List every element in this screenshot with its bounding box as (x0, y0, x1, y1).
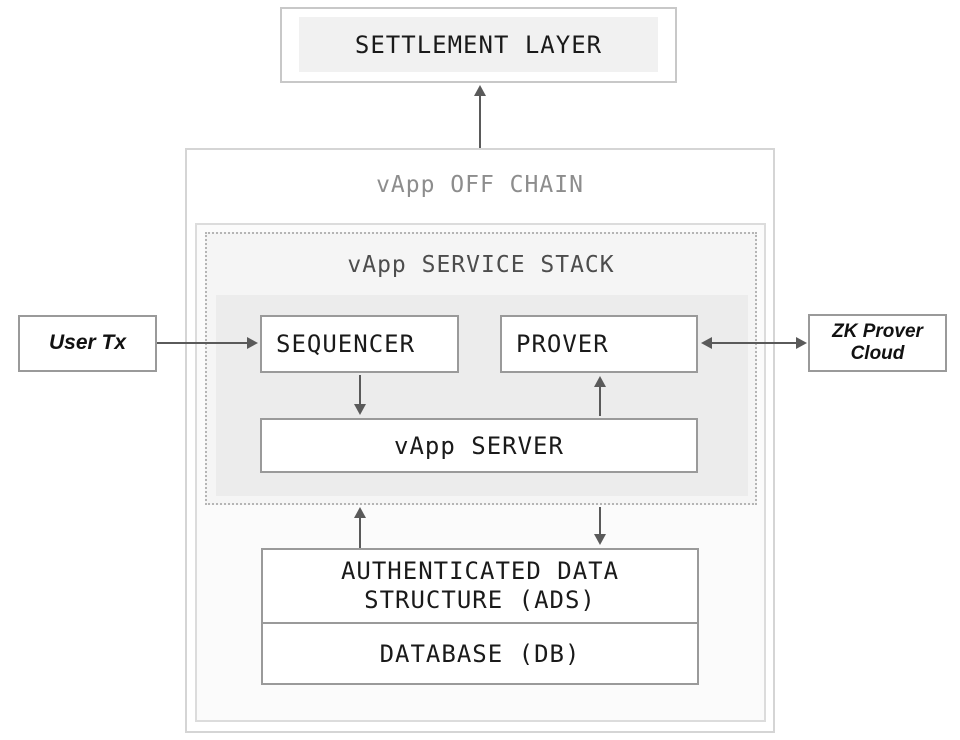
database-box: DATABASE (DB) (261, 622, 699, 685)
arrow-usertx-to-sequencer-shaft (157, 342, 248, 344)
arrow-usertx-to-sequencer-head-icon (247, 337, 258, 349)
arrow-prover-zkcloud-right-head-icon (796, 337, 807, 349)
user-tx-box: User Tx (18, 315, 157, 372)
vapp-service-stack-title: vApp SERVICE STACK (347, 252, 615, 278)
arrow-sequencer-to-server-head-icon (354, 404, 366, 415)
settlement-layer-box: SETTLEMENT LAYER (280, 7, 677, 83)
arrow-ads-to-stack-head-icon (354, 507, 366, 518)
settlement-layer-fill: SETTLEMENT LAYER (299, 17, 658, 72)
prover-label: PROVER (516, 330, 609, 358)
arrow-sequencer-to-server-shaft (359, 375, 361, 405)
zk-prover-cloud-label-line2: Cloud (850, 343, 905, 364)
arrow-ads-to-stack-shaft (359, 517, 361, 548)
arrow-offchain-to-settlement-head-icon (474, 85, 486, 96)
vapp-server-box: vApp SERVER (260, 418, 698, 473)
arrow-stack-to-ads-head-icon (594, 534, 606, 545)
arrow-prover-zkcloud-shaft (711, 342, 797, 344)
ads-box: AUTHENTICATED DATA STRUCTURE (ADS) (261, 548, 699, 624)
sequencer-box: SEQUENCER (260, 315, 459, 373)
arrow-server-to-prover-head-icon (594, 376, 606, 387)
arrow-offchain-to-settlement-shaft (479, 95, 481, 148)
settlement-layer-label: SETTLEMENT LAYER (354, 30, 603, 59)
vapp-server-label: vApp SERVER (394, 431, 564, 460)
zk-prover-cloud-label-line1: ZK Prover (832, 321, 923, 343)
ads-label-line1: AUTHENTICATED DATA (340, 556, 620, 585)
database-label: DATABASE (DB) (379, 639, 581, 668)
sequencer-label: SEQUENCER (276, 330, 416, 358)
arrow-prover-zkcloud-left-head-icon (701, 337, 712, 349)
vapp-off-chain-title: vApp OFF CHAIN (376, 172, 584, 198)
user-tx-label: User Tx (48, 331, 127, 355)
arrow-stack-to-ads-shaft (599, 507, 601, 535)
prover-box: PROVER (500, 315, 698, 373)
arrow-server-to-prover-shaft (599, 386, 601, 416)
zk-prover-cloud-box: ZK Prover Cloud (808, 314, 947, 372)
ads-label-line2: STRUCTURE (ADS) (364, 586, 596, 614)
